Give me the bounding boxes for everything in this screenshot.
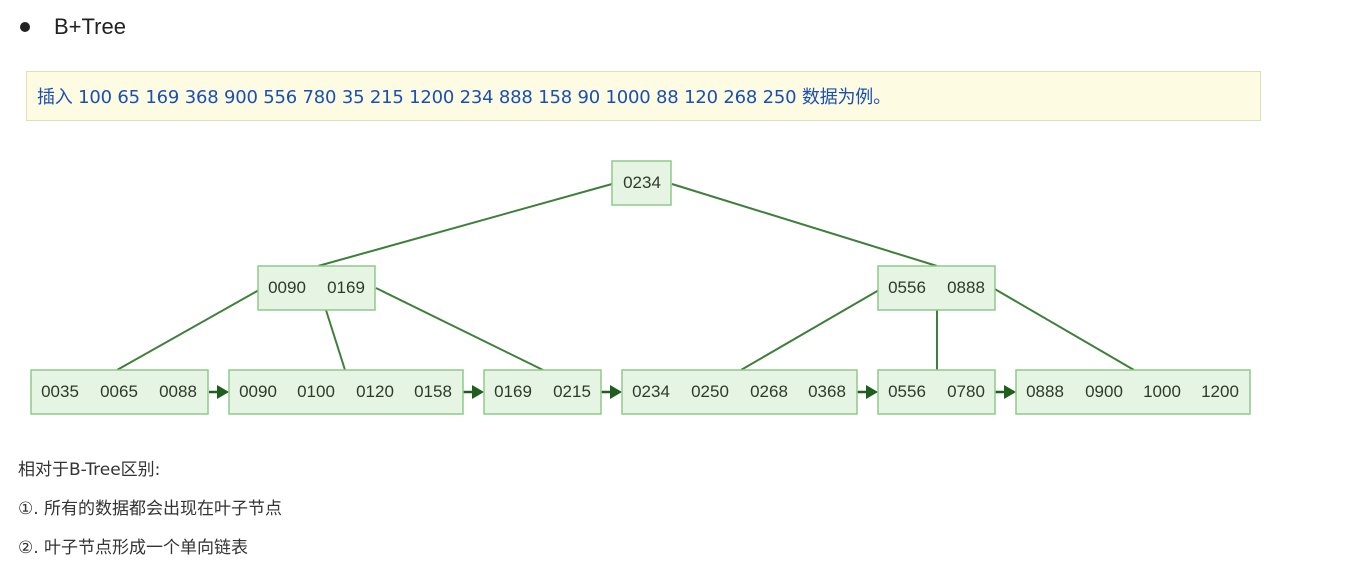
internal-node-right: 0556 0888 — [877, 265, 996, 311]
root-key: 0234 — [623, 173, 661, 192]
leaf-key: 1200 — [1201, 382, 1239, 401]
edge-left-internal-to-leaf-1 — [116, 289, 260, 371]
internal-key: 0090 — [268, 278, 306, 297]
edge-right-internal-to-leaf-4 — [740, 289, 880, 371]
insert-note-text: 插入 100 65 169 368 900 556 780 35 215 120… — [37, 87, 891, 108]
edge-root-to-right-internal — [671, 183, 938, 267]
leaf-key: 0556 — [888, 382, 926, 401]
leaf-key: 0088 — [159, 382, 197, 401]
leaf-node-1-box — [30, 369, 209, 415]
leaf-node-2-box — [228, 369, 464, 415]
leaf-linked-list — [209, 385, 1016, 399]
leaf-node-1: 0035 0065 0088 — [30, 369, 209, 415]
leaf-key: 0900 — [1085, 382, 1123, 401]
leaf-link-arrow-5 — [1004, 385, 1016, 399]
edge-left-internal-to-leaf-3 — [375, 287, 544, 371]
leaf-node-6-box — [1015, 369, 1251, 415]
leaf-node-4-box — [621, 369, 858, 415]
insert-note-box: 插入 100 65 169 368 900 556 780 35 215 120… — [26, 71, 1261, 121]
leaf-key: 0780 — [947, 382, 985, 401]
leaf-node-2: 0090 0100 0120 0158 — [228, 369, 464, 415]
leaf-node-5-box — [877, 369, 996, 415]
leaf-link-arrow-4 — [866, 385, 878, 399]
section-heading: B+Tree — [18, 14, 126, 40]
differences-title: 相对于B-Tree区别: — [18, 460, 161, 480]
leaf-key: 0368 — [808, 382, 846, 401]
edge-right-internal-to-leaf-6 — [992, 287, 1135, 371]
leaf-node-4: 0234 0250 0268 0368 — [621, 369, 858, 415]
leaf-key: 0888 — [1026, 382, 1064, 401]
leaf-key: 0158 — [414, 382, 452, 401]
bullet-icon — [20, 22, 30, 32]
internal-node-left-box — [257, 265, 376, 311]
leaf-key: 0250 — [691, 382, 729, 401]
leaf-node-5: 0556 0780 — [877, 369, 996, 415]
leaf-key: 0065 — [100, 382, 138, 401]
leaf-key: 0268 — [750, 382, 788, 401]
edge-root-to-left-internal — [317, 183, 613, 267]
difference-item-1: ①. 所有的数据都会出现在叶子节点 — [18, 499, 283, 519]
root-node: 0234 — [611, 160, 672, 206]
heading-title: B+Tree — [54, 14, 126, 39]
leaf-node-6: 0888 0900 1000 1200 — [1015, 369, 1251, 415]
leaf-link-arrow-2 — [472, 385, 484, 399]
internal-node-right-box — [877, 265, 996, 311]
leaf-key: 0215 — [553, 382, 591, 401]
internal-key: 0169 — [327, 278, 365, 297]
leaf-key: 0120 — [356, 382, 394, 401]
leaf-key: 0100 — [297, 382, 335, 401]
leaf-key: 0169 — [494, 382, 532, 401]
internal-node-left: 0090 0169 — [257, 265, 376, 311]
leaf-key: 0035 — [41, 382, 79, 401]
internal-key: 0888 — [947, 278, 985, 297]
leaf-key: 0234 — [632, 382, 670, 401]
leaf-node-3-box — [483, 369, 602, 415]
leaf-link-arrow-3 — [610, 385, 622, 399]
leaf-link-arrow-1 — [217, 385, 229, 399]
leaf-node-3: 0169 0215 — [483, 369, 602, 415]
differences-section: 相对于B-Tree区别: ①. 所有的数据都会出现在叶子节点 ②. 叶子节点形成… — [18, 455, 282, 572]
internal-key: 0556 — [888, 278, 926, 297]
leaf-key: 0090 — [239, 382, 277, 401]
difference-item-2: ②. 叶子节点形成一个单向链表 — [18, 538, 249, 558]
leaf-key: 1000 — [1143, 382, 1181, 401]
root-node-box — [611, 160, 672, 206]
